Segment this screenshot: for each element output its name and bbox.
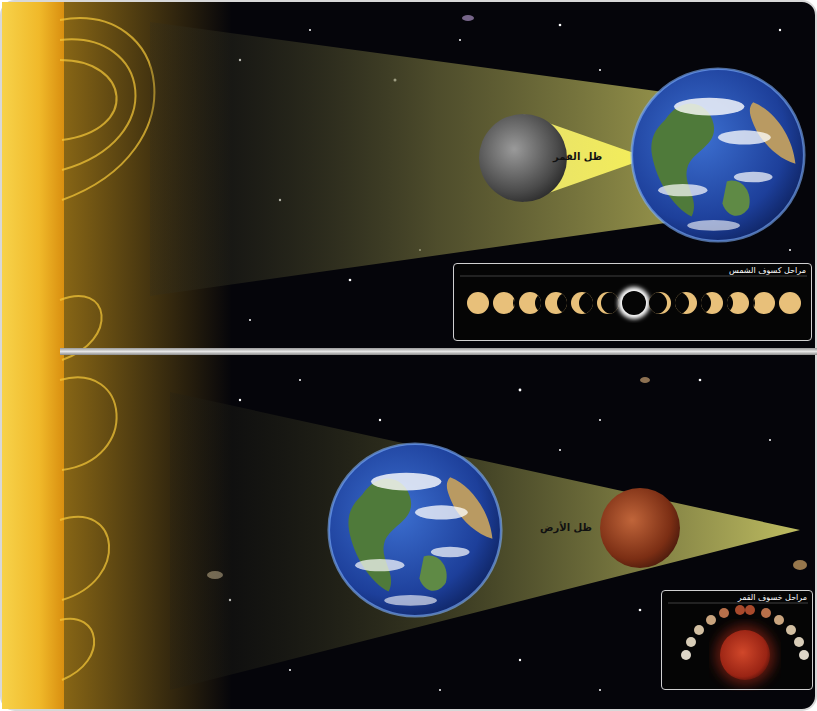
sun-phases — [571, 292, 601, 314]
moon-phases — [706, 615, 716, 625]
star-field — [459, 39, 461, 41]
star-field — [349, 279, 352, 282]
phase-panel: مراحل خسوف القمر — [661, 590, 813, 690]
shadow-label: ظل الأرض — [540, 522, 592, 534]
solar-prominences — [60, 39, 135, 170]
moon-phases — [686, 637, 696, 647]
moon-phases — [761, 608, 771, 618]
moon-phases — [681, 605, 809, 685]
solar-prominences — [60, 619, 94, 680]
panel-ground — [663, 590, 813, 690]
sun-phases — [711, 292, 749, 314]
sun-phases — [753, 292, 775, 314]
star-field — [559, 449, 561, 451]
solar-prominences — [60, 517, 109, 600]
solar-prominences — [60, 18, 154, 200]
star-field — [779, 29, 781, 31]
star-field — [519, 659, 521, 661]
solar-eclipse-scene — [150, 22, 804, 296]
star-field — [639, 609, 642, 612]
panel-heading: مراحل كسوف الشمس — [454, 264, 811, 276]
sun-phases — [618, 287, 650, 319]
earth — [632, 69, 804, 241]
moon-phases — [745, 605, 755, 615]
sun-phases — [689, 292, 723, 314]
moon-phases — [799, 650, 809, 660]
star-field — [599, 69, 601, 71]
star-field — [789, 249, 791, 251]
star-field — [519, 389, 522, 392]
sun-phases — [689, 292, 711, 314]
moon-phases — [735, 605, 745, 615]
star-field — [462, 15, 474, 21]
panel-heading: مراحل خسوف القمر — [662, 591, 812, 603]
moon-phases — [719, 608, 729, 618]
star-field — [299, 379, 301, 381]
star-field — [289, 669, 291, 671]
moon-phases — [794, 637, 804, 647]
sun-phases — [667, 292, 689, 314]
sun-phases — [467, 287, 801, 319]
star-field — [640, 377, 650, 383]
star-field — [439, 689, 441, 691]
sun-phases — [667, 292, 697, 314]
panel-rule — [460, 276, 807, 277]
star-field — [769, 439, 771, 441]
solar-prominences — [60, 60, 117, 140]
lunar-phases-panel — [663, 590, 813, 690]
sun-phases — [733, 292, 755, 314]
star-field — [599, 419, 601, 421]
star-field — [599, 689, 601, 691]
sun-surface — [2, 2, 64, 709]
solar-prominences — [60, 377, 117, 470]
moon-phases — [715, 625, 775, 685]
star-field — [699, 379, 702, 382]
moon-phases — [681, 650, 691, 660]
star-field — [793, 560, 807, 570]
moon-phases — [786, 625, 796, 635]
star-field — [559, 24, 562, 27]
sun-phases — [779, 292, 801, 314]
earth — [329, 444, 501, 616]
star-field — [249, 319, 251, 321]
moon-phases — [694, 625, 704, 635]
divider-bar — [60, 348, 817, 355]
sun-phases — [622, 291, 646, 315]
sun-phases — [645, 292, 671, 314]
sun-phases — [711, 292, 733, 314]
moon-phases — [774, 615, 784, 625]
panel-ground — [455, 263, 812, 341]
solar-phases-panel — [455, 263, 812, 341]
star-field — [239, 399, 241, 401]
sun-phases — [733, 292, 775, 314]
phase-panel: مراحل كسوف الشمس — [453, 263, 812, 341]
panel-rule — [668, 603, 808, 604]
star-field — [379, 419, 381, 421]
moon-phases — [720, 630, 770, 680]
sun-phases — [645, 292, 667, 314]
star-field — [309, 29, 311, 31]
sun-phases — [467, 292, 489, 314]
sun-phases — [493, 292, 515, 314]
eclipsed-moon — [600, 488, 680, 568]
shadow-label: ظل القمر — [553, 151, 602, 163]
